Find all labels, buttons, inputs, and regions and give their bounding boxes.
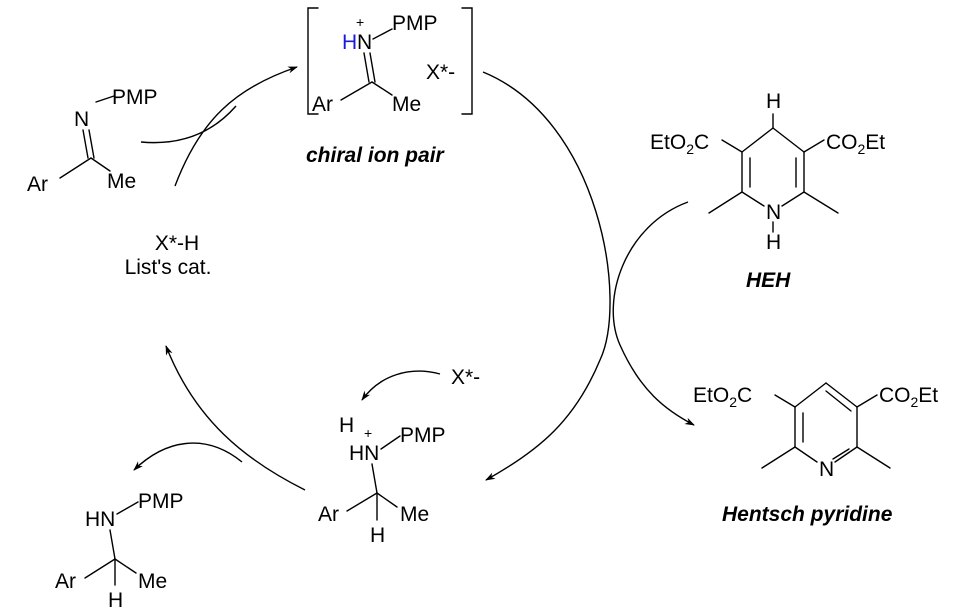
amine-product: HN PMP Ar Me H — [55, 490, 184, 611]
arrow-catalyst-to-ion-pair — [174, 66, 298, 187]
amine-c-me-bond — [114, 558, 137, 574]
amine-h-bottom: H — [108, 589, 123, 611]
ion-pair-caption: chiral ion pair — [306, 144, 446, 167]
ion-pair-h-label: H — [342, 31, 357, 54]
pyr-ester-left-bond — [774, 394, 796, 408]
pyr-ester-left: EtO2C — [693, 384, 752, 410]
arrow-imine-feed — [140, 105, 237, 144]
imine-pmp-label: PMP — [112, 86, 158, 109]
heh-ring-bond-1 — [741, 127, 774, 153]
heh-ester-left: EtO2C — [650, 131, 709, 157]
heh-ester-right-bond — [803, 139, 825, 153]
c-ar-bond — [59, 157, 92, 179]
ion-pair-double-bond-a — [363, 52, 370, 83]
ion-pair-c-ar-bond — [340, 81, 373, 101]
pyr-methyl-left — [761, 446, 796, 469]
ammonium-c-me-bond — [376, 492, 398, 508]
ion-pair-double-bond-b — [369, 52, 376, 83]
pyr-ester-right-bond — [856, 394, 878, 408]
heh-h-top: H — [766, 90, 781, 113]
right-bracket — [461, 7, 473, 115]
imine-n-label: N — [74, 108, 89, 131]
ammonium-counterion: X*- — [451, 366, 480, 389]
ammonium-intermediate: X*- H + HN PMP Ar Me H — [318, 366, 480, 547]
ammonium-n-pmp-bond — [380, 435, 401, 450]
heh-ring-bond-5 — [741, 191, 765, 207]
ammonium-pmp-label: PMP — [400, 424, 446, 447]
ion-pair-c-me-bond — [371, 81, 393, 96]
heh-ester-left-bond — [721, 139, 743, 153]
pyr-ring-bond-5 — [794, 446, 818, 463]
ammonium-h-label: H — [339, 414, 354, 437]
amine-pmp-label: PMP — [138, 490, 184, 513]
ammonium-c-ar-bond — [346, 492, 378, 512]
c-n-double-bond-b — [88, 129, 95, 159]
amine-ar-label: Ar — [55, 570, 76, 593]
catalyst-label: X*-H List's cat. — [125, 232, 212, 279]
ammonium-me-label: Me — [400, 503, 429, 526]
pyr-ring-bond-1 — [794, 382, 827, 408]
arrow-heh-to-pyridine — [612, 201, 695, 426]
hantzsch-pyridine: N EtO2C CO2Et Hentsch pyridine — [693, 382, 938, 526]
hantzsch-ester: H N H EtO2C CO2Et HEH — [650, 90, 885, 292]
chiral-ion-pair: + H N PMP Ar Me X*- chiral ion pair — [306, 7, 473, 167]
ion-pair-plus-sign: + — [356, 14, 364, 30]
amine-n-pmp-bond — [116, 501, 139, 515]
c-n-double-bond-a — [82, 129, 89, 159]
ammonium-ar-label: Ar — [318, 503, 339, 526]
ammonium-plus-sign: + — [364, 425, 372, 441]
ammonium-n-c-bond — [371, 463, 378, 494]
ion-pair-n-pmp-bond — [372, 28, 393, 40]
amine-me-label: Me — [138, 570, 167, 593]
cycle-arrows — [133, 66, 695, 491]
heh-nh-h-label: H — [766, 231, 781, 254]
pyr-caption: Hentsch pyridine — [722, 503, 893, 526]
imine-ar-label: Ar — [27, 173, 48, 196]
ion-pair-ar-label: Ar — [312, 93, 333, 116]
pyr-ring-bond-2 — [825, 382, 858, 408]
heh-ring-bond-6 — [781, 191, 805, 207]
ammonium-h-bottom: H — [370, 524, 385, 547]
pyr-methyl-right — [856, 446, 891, 469]
amine-c-ar-bond — [84, 558, 116, 579]
heh-ring-bond-2 — [772, 127, 805, 153]
ion-pair-counterion: X*- — [426, 61, 455, 84]
pyr-ring-double-top — [825, 390, 852, 412]
amine-hn-label: HN — [85, 508, 115, 531]
arrow-to-catalyst — [165, 345, 306, 491]
ion-pair-n-label: N — [357, 31, 372, 54]
heh-methyl-right — [803, 191, 839, 214]
ion-pair-pmp-label: PMP — [392, 12, 438, 35]
n-pmp-bond — [95, 95, 115, 103]
heh-n-label: N — [766, 201, 781, 224]
catalyst-name: List's cat. — [125, 256, 212, 279]
heh-ester-right: CO2Et — [826, 131, 885, 157]
catalyst-formula: X*-H — [155, 232, 199, 255]
pyr-ester-right: CO2Et — [879, 384, 938, 410]
left-bracket — [307, 7, 319, 115]
arrow-counterion-return — [361, 370, 441, 401]
pyr-n-label: N — [819, 458, 834, 481]
heh-methyl-left — [708, 191, 743, 214]
c-me-bond — [90, 157, 111, 172]
heh-caption: HEH — [746, 269, 791, 292]
imine-me-label: Me — [107, 170, 136, 193]
pyr-ring-double-right — [832, 448, 850, 460]
imine-substrate: PMP N Ar Me — [27, 86, 158, 196]
arrow-release-product — [133, 442, 243, 471]
pyr-ring-bond-6 — [834, 446, 858, 463]
ion-pair-me-label: Me — [392, 93, 421, 116]
amine-n-c-bond — [109, 529, 116, 560]
ammonium-hn-label: HN — [349, 442, 379, 465]
arrow-ion-pair-to-ammonium — [482, 71, 611, 481]
